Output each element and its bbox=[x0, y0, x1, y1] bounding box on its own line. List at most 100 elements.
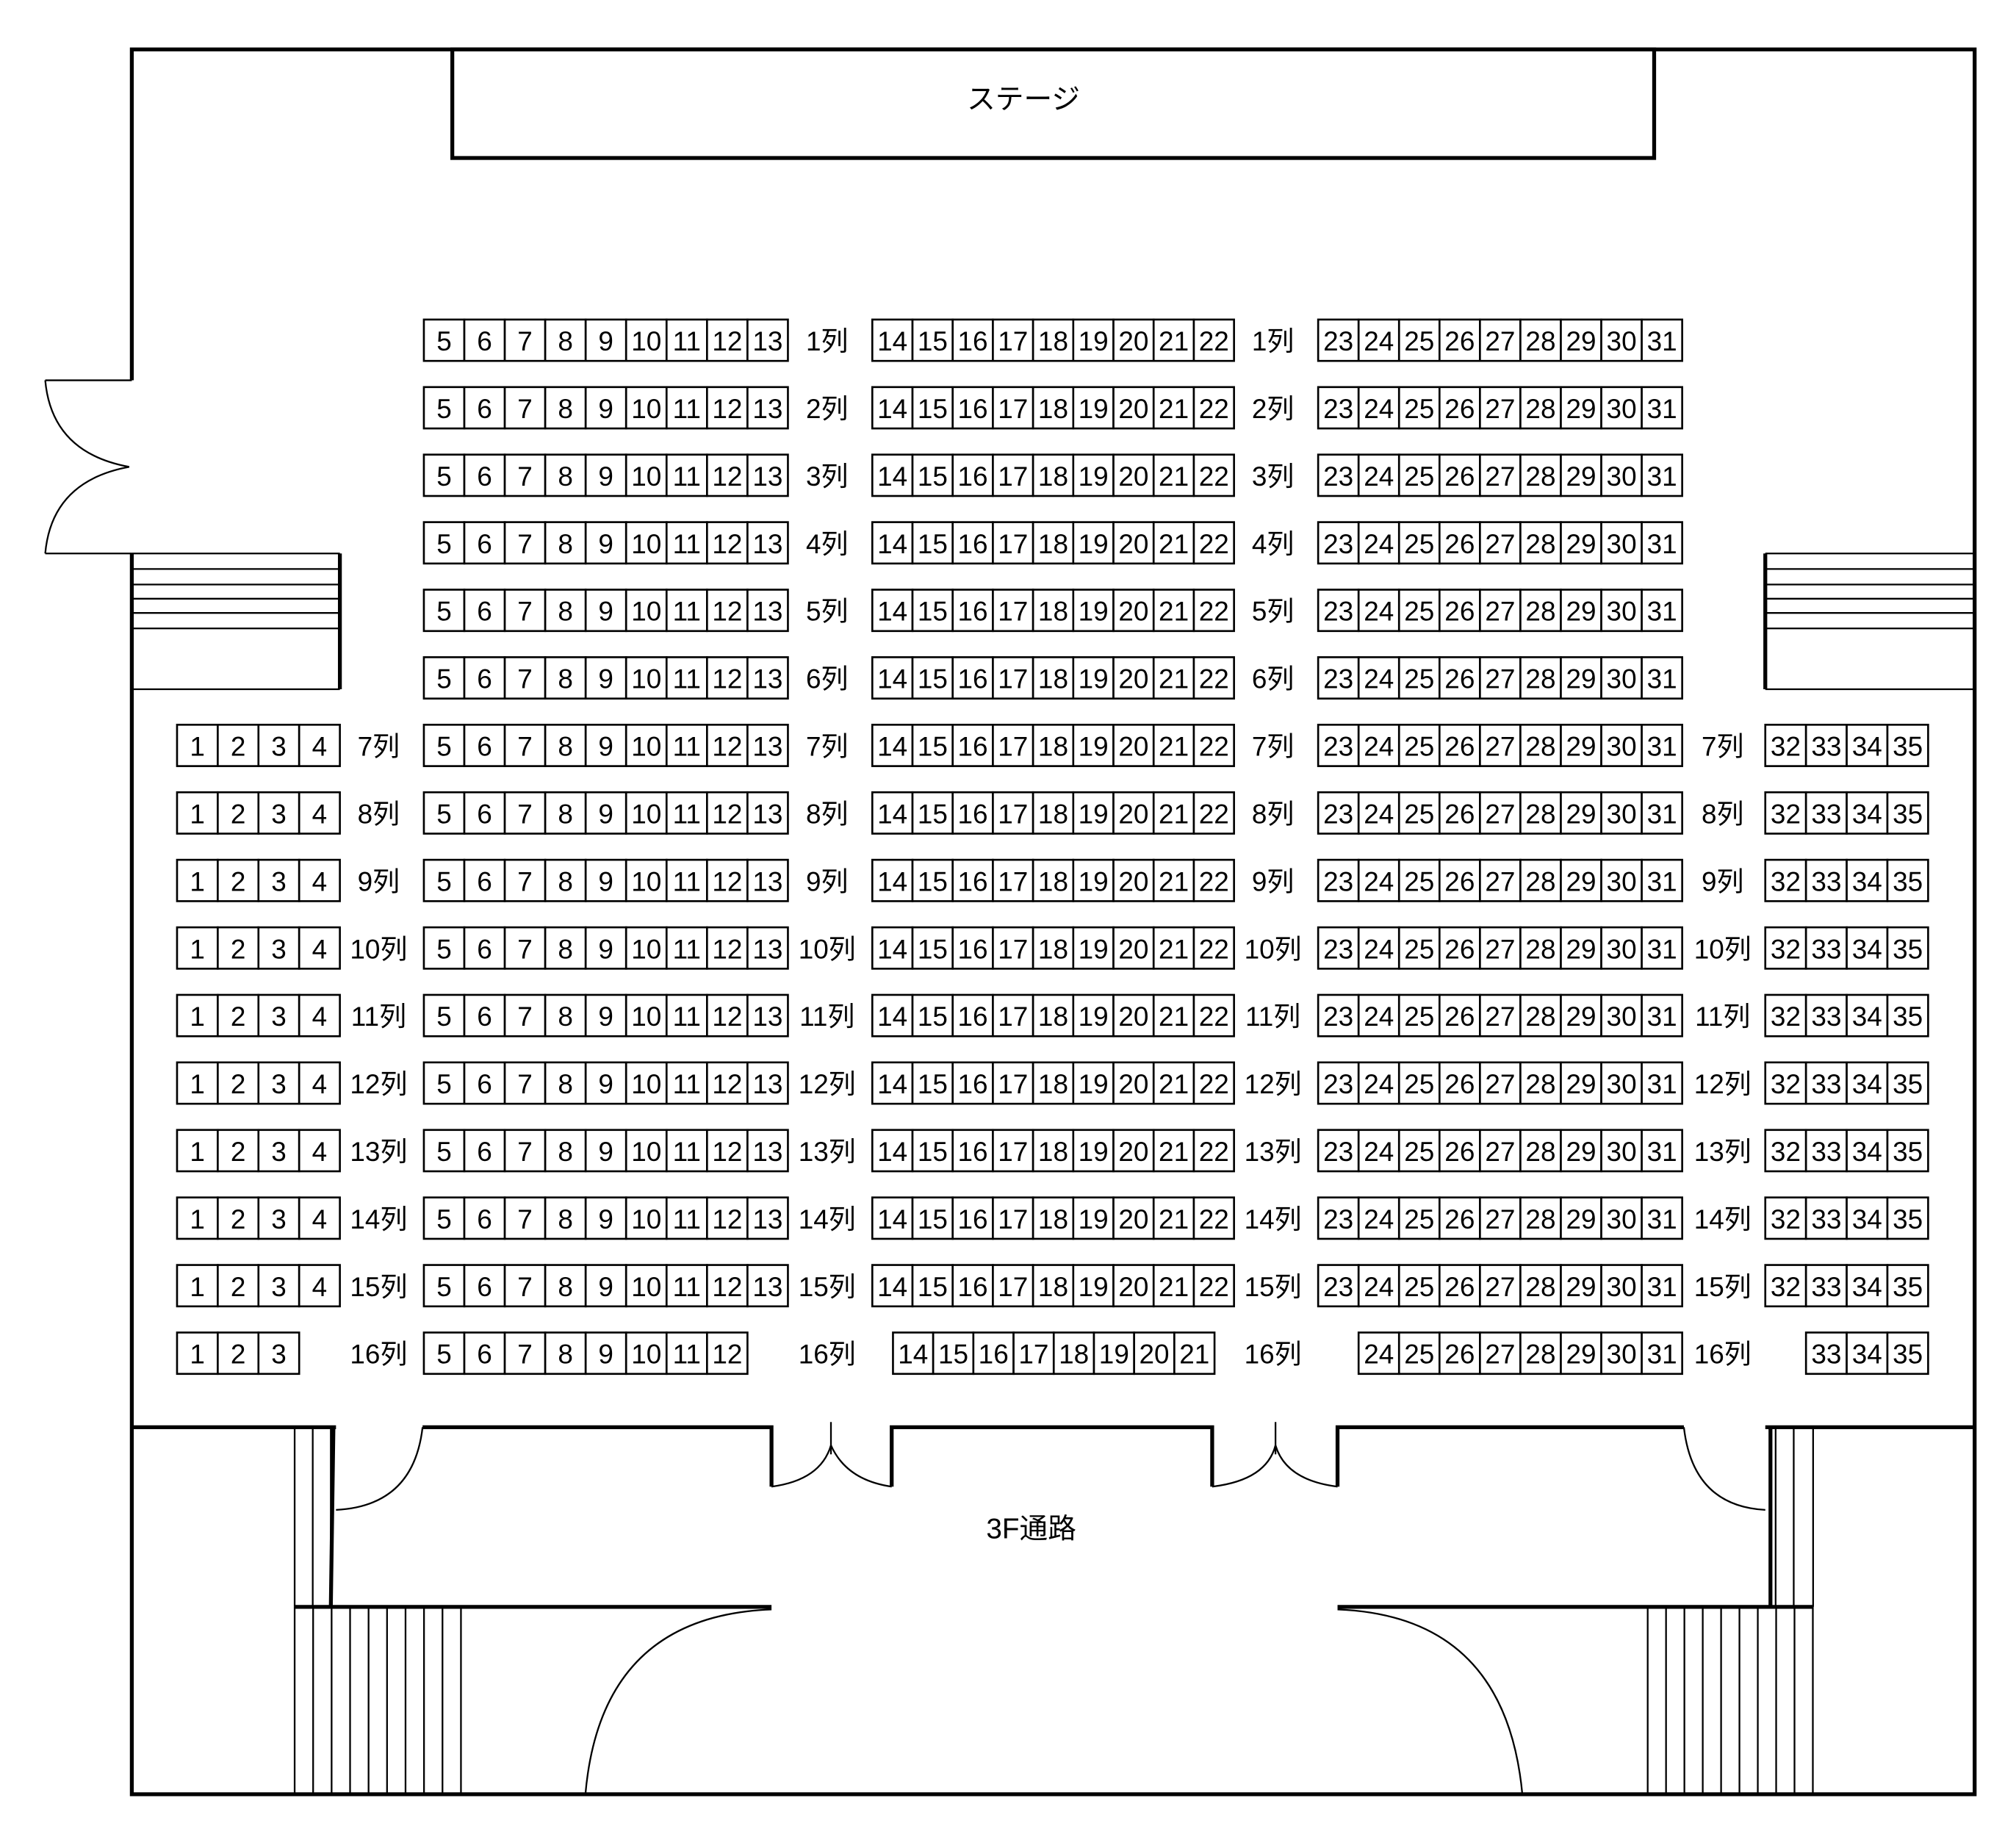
seat[interactable]: 9 bbox=[584, 791, 627, 835]
seat[interactable]: 5 bbox=[422, 1331, 466, 1376]
seat[interactable]: 18 bbox=[1032, 1264, 1075, 1308]
lobby-door-right[interactable] bbox=[1337, 1608, 1524, 1794]
seat[interactable]: 16 bbox=[972, 1331, 1015, 1376]
seat[interactable]: 4 bbox=[298, 993, 341, 1038]
seat[interactable]: 20 bbox=[1112, 589, 1155, 633]
seat[interactable]: 12 bbox=[706, 993, 749, 1038]
seat[interactable]: 8 bbox=[544, 993, 587, 1038]
seat[interactable]: 17 bbox=[1012, 1331, 1055, 1376]
seat[interactable]: 21 bbox=[1173, 1331, 1216, 1376]
seat[interactable]: 13 bbox=[746, 656, 789, 700]
seat[interactable]: 25 bbox=[1397, 589, 1441, 633]
seat[interactable]: 26 bbox=[1439, 656, 1481, 700]
seat[interactable]: 17 bbox=[992, 1264, 1034, 1308]
seat[interactable]: 8 bbox=[544, 724, 587, 767]
seat[interactable]: 18 bbox=[1032, 521, 1075, 565]
seat[interactable]: 25 bbox=[1397, 858, 1441, 902]
seat[interactable]: 5 bbox=[422, 386, 466, 430]
seat[interactable]: 13 bbox=[746, 453, 789, 497]
seat[interactable]: 18 bbox=[1032, 656, 1075, 700]
seat[interactable]: 11 bbox=[665, 724, 708, 767]
seat[interactable]: 9 bbox=[584, 858, 627, 902]
seat[interactable]: 8 bbox=[544, 318, 587, 362]
seat[interactable]: 6 bbox=[463, 453, 506, 497]
seat[interactable]: 25 bbox=[1397, 521, 1441, 565]
seat[interactable]: 7 bbox=[503, 724, 547, 767]
seat[interactable]: 14 bbox=[871, 926, 914, 970]
seat[interactable]: 16 bbox=[951, 521, 994, 565]
seat[interactable]: 27 bbox=[1479, 1196, 1522, 1240]
seat[interactable]: 26 bbox=[1439, 521, 1481, 565]
seat[interactable]: 8 bbox=[544, 656, 587, 700]
seat[interactable]: 11 bbox=[665, 453, 708, 497]
seat[interactable]: 15 bbox=[911, 993, 954, 1038]
seat[interactable]: 12 bbox=[706, 1129, 749, 1173]
seat[interactable]: 10 bbox=[624, 858, 668, 902]
seat[interactable]: 14 bbox=[871, 791, 914, 835]
seat[interactable]: 22 bbox=[1192, 656, 1235, 700]
seat[interactable]: 27 bbox=[1479, 724, 1522, 767]
seat[interactable]: 10 bbox=[624, 386, 668, 430]
seat[interactable]: 23 bbox=[1317, 791, 1360, 835]
seat[interactable]: 11 bbox=[665, 791, 708, 835]
seat[interactable]: 21 bbox=[1152, 386, 1195, 430]
seat[interactable]: 2 bbox=[217, 858, 260, 902]
seat[interactable]: 19 bbox=[1072, 791, 1115, 835]
seat[interactable]: 12 bbox=[706, 386, 749, 430]
seat[interactable]: 31 bbox=[1641, 1061, 1683, 1105]
seat[interactable]: 13 bbox=[746, 926, 789, 970]
seat[interactable]: 19 bbox=[1072, 724, 1115, 767]
seat[interactable]: 18 bbox=[1032, 453, 1075, 497]
seat[interactable]: 32 bbox=[1764, 926, 1807, 970]
seat[interactable]: 35 bbox=[1886, 1061, 1929, 1105]
seat[interactable]: 19 bbox=[1072, 1129, 1115, 1173]
seat[interactable]: 10 bbox=[624, 521, 668, 565]
seat[interactable]: 31 bbox=[1641, 858, 1683, 902]
seat[interactable]: 9 bbox=[584, 1129, 627, 1173]
seat[interactable]: 28 bbox=[1519, 386, 1562, 430]
seat[interactable]: 11 bbox=[665, 1331, 708, 1376]
seat[interactable]: 29 bbox=[1560, 1331, 1602, 1376]
seat[interactable]: 9 bbox=[584, 589, 627, 633]
seat[interactable]: 15 bbox=[911, 318, 954, 362]
seat[interactable]: 21 bbox=[1152, 858, 1195, 902]
seat[interactable]: 6 bbox=[463, 724, 506, 767]
seat[interactable]: 18 bbox=[1052, 1331, 1095, 1376]
seat[interactable]: 12 bbox=[706, 1061, 749, 1105]
seat[interactable]: 33 bbox=[1804, 1331, 1848, 1376]
seat[interactable]: 29 bbox=[1560, 1196, 1602, 1240]
seat[interactable]: 31 bbox=[1641, 453, 1683, 497]
seat[interactable]: 18 bbox=[1032, 1196, 1075, 1240]
seat[interactable]: 1 bbox=[176, 1061, 219, 1105]
seat[interactable]: 13 bbox=[746, 993, 789, 1038]
seat[interactable]: 24 bbox=[1357, 521, 1400, 565]
seat[interactable]: 12 bbox=[706, 791, 749, 835]
seat[interactable]: 34 bbox=[1846, 993, 1889, 1038]
seat[interactable]: 15 bbox=[911, 1264, 954, 1308]
seat[interactable]: 5 bbox=[422, 521, 466, 565]
seat[interactable]: 32 bbox=[1764, 724, 1807, 767]
seat[interactable]: 14 bbox=[871, 858, 914, 902]
seat[interactable]: 12 bbox=[706, 1264, 749, 1308]
seat[interactable]: 11 bbox=[665, 589, 708, 633]
seat[interactable]: 27 bbox=[1479, 521, 1522, 565]
seat[interactable]: 28 bbox=[1519, 791, 1562, 835]
seat[interactable]: 2 bbox=[217, 926, 260, 970]
seat[interactable]: 16 bbox=[951, 1129, 994, 1173]
seat[interactable]: 4 bbox=[298, 1196, 341, 1240]
seat[interactable]: 20 bbox=[1112, 1264, 1155, 1308]
seat[interactable]: 7 bbox=[503, 1061, 547, 1105]
seat[interactable]: 10 bbox=[624, 926, 668, 970]
seat[interactable]: 26 bbox=[1439, 1061, 1481, 1105]
seat[interactable]: 18 bbox=[1032, 724, 1075, 767]
seat[interactable]: 21 bbox=[1152, 1061, 1195, 1105]
seat[interactable]: 27 bbox=[1479, 386, 1522, 430]
seat[interactable]: 20 bbox=[1112, 1129, 1155, 1173]
seat[interactable]: 13 bbox=[746, 724, 789, 767]
seat[interactable]: 29 bbox=[1560, 386, 1602, 430]
seat[interactable]: 4 bbox=[298, 1129, 341, 1173]
seat[interactable]: 19 bbox=[1072, 858, 1115, 902]
seat[interactable]: 2 bbox=[217, 1061, 260, 1105]
seat[interactable]: 31 bbox=[1641, 589, 1683, 633]
seat[interactable]: 29 bbox=[1560, 791, 1602, 835]
